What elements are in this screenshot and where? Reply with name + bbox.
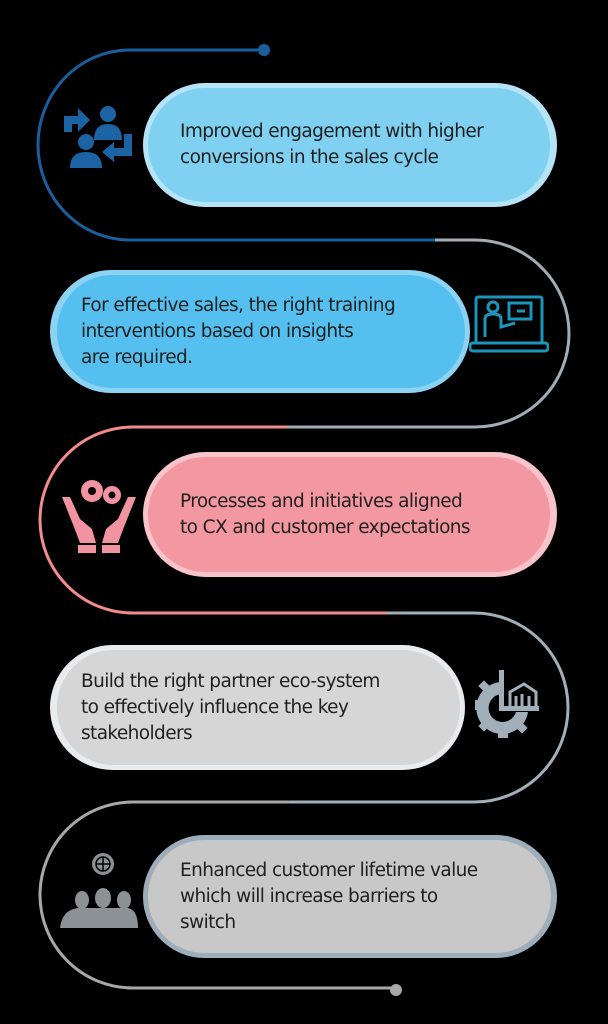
step-4-line-1: Build the right partner eco-system xyxy=(81,670,380,692)
step-4-pill: Build the right partner eco-system to ef… xyxy=(50,645,465,770)
step-1-line-1: Improved engagement with higher xyxy=(180,121,484,142)
path-segment-4 xyxy=(290,611,570,804)
step-2-pill: For effective sales, the right training … xyxy=(50,270,470,393)
step-5-line-3: switch xyxy=(180,911,236,933)
step-2-line-1: For effective sales, the right training xyxy=(81,294,396,316)
end-dot xyxy=(390,984,402,996)
gear-chart-icon xyxy=(475,670,539,738)
hands-gears-icon xyxy=(62,480,136,553)
step-3-pill: Processes and initiatives aligned to CX … xyxy=(143,452,557,577)
step-4-line-3: stakeholders xyxy=(81,722,193,744)
laptop-presenter-icon xyxy=(469,295,549,353)
step-5-line-1: Enhanced customer lifetime value xyxy=(180,859,478,881)
step-5-pill: Enhanced customer lifetime value which w… xyxy=(143,835,557,958)
step-2-line-3: are required. xyxy=(81,346,193,368)
start-dot xyxy=(258,44,270,56)
step-3-line-1: Processes and initiatives aligned xyxy=(180,490,463,512)
path-segment-3 xyxy=(38,425,387,615)
step-3-text: Processes and initiatives aligned to CX … xyxy=(180,489,471,541)
path-segment-5 xyxy=(38,800,395,990)
step-1-pill: Improved engagement with higher conversi… xyxy=(143,83,557,207)
step-5-text: Enhanced customer lifetime value which w… xyxy=(180,858,478,936)
step-4-text: Build the right partner eco-system to ef… xyxy=(81,669,380,747)
step-4-line-2: to effectively influence the key xyxy=(81,696,349,718)
path-segment-2 xyxy=(287,238,571,429)
step-1-line-2: conversions in the sales cycle xyxy=(180,147,439,168)
team-globe-icon xyxy=(60,853,138,928)
step-2-line-2: interventions based on insights xyxy=(81,320,354,342)
step-2-text: For effective sales, the right training … xyxy=(81,293,396,371)
people-exchange-icon xyxy=(64,106,132,168)
step-3-line-2: to CX and customer expectations xyxy=(180,516,471,538)
step-1-text: Improved engagement with higher conversi… xyxy=(180,119,484,171)
step-5-line-2: which will increase barriers to xyxy=(180,885,438,907)
path-segment-1 xyxy=(36,48,435,242)
